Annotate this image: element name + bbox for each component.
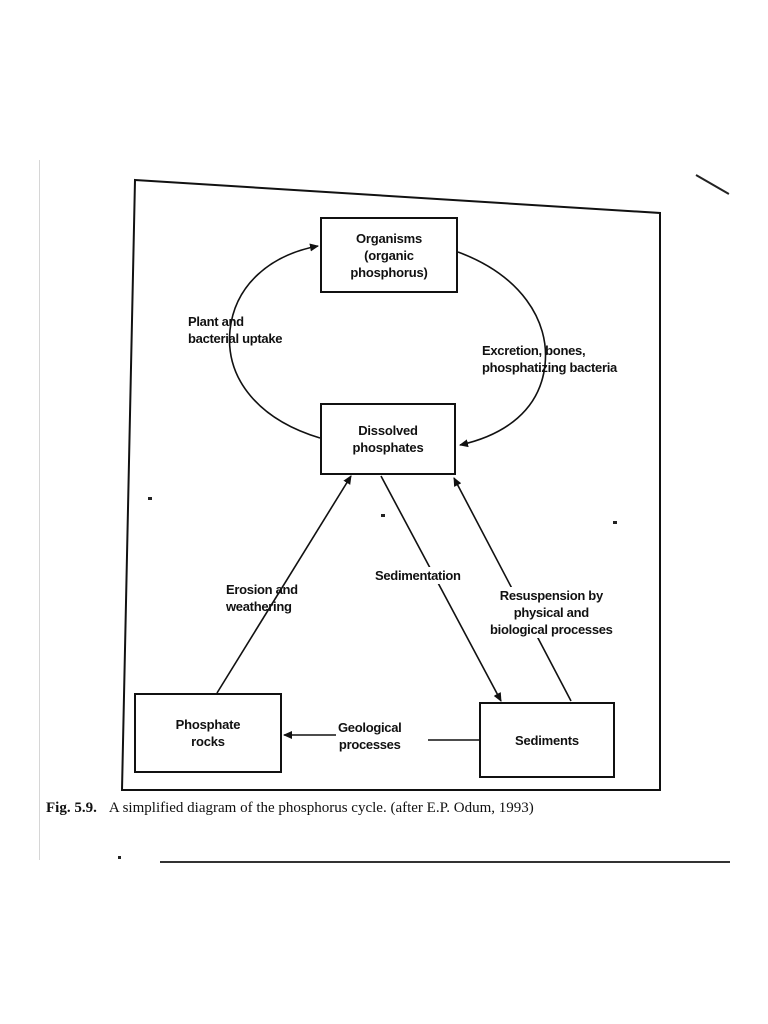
figure-caption-text: A simplified diagram of the phosphorus c… xyxy=(108,800,534,816)
node-organisms: Organisms (organic phosphorus) xyxy=(320,217,458,293)
label-excretion: Excretion, bones, phosphatizing bacteria xyxy=(482,343,617,375)
label-erosion: Erosion and weathering xyxy=(226,582,298,614)
node-dissolved-label: Dissolved phosphates xyxy=(352,423,424,455)
scan-speck xyxy=(118,856,121,859)
scan-speck xyxy=(613,521,617,524)
figure-number: Fig. 5.9. xyxy=(46,800,97,816)
scan-speck xyxy=(148,497,152,500)
node-organisms-label: Organisms (organic phosphorus) xyxy=(350,230,428,280)
label-uptake: Plant and bacterial uptake xyxy=(188,314,283,346)
arrow-excretion xyxy=(457,251,547,448)
label-resuspension: Resuspension by physical and biological … xyxy=(490,587,613,638)
node-dissolved-phosphates: Dissolved phosphates xyxy=(320,403,456,475)
figure-caption: Fig. 5.9. A simplified diagram of the pho… xyxy=(46,798,736,818)
node-rocks-label: Phosphate rocks xyxy=(175,717,241,749)
arrow-sedimentation xyxy=(380,475,502,702)
arrow-uptake xyxy=(228,243,321,439)
label-sedimentation: Sedimentation xyxy=(375,567,461,584)
figure-frame-border xyxy=(120,178,661,791)
node-sediments-label: Sediments xyxy=(515,732,579,748)
scan-bottom-rule xyxy=(160,861,730,863)
node-phosphate-rocks: Phosphate rocks xyxy=(134,693,282,773)
arrow-erosion xyxy=(216,475,352,694)
scan-edge xyxy=(39,160,40,860)
label-geological: Geological processes xyxy=(338,720,402,752)
node-sediments: Sediments xyxy=(479,702,615,778)
scan-speck xyxy=(381,514,385,517)
